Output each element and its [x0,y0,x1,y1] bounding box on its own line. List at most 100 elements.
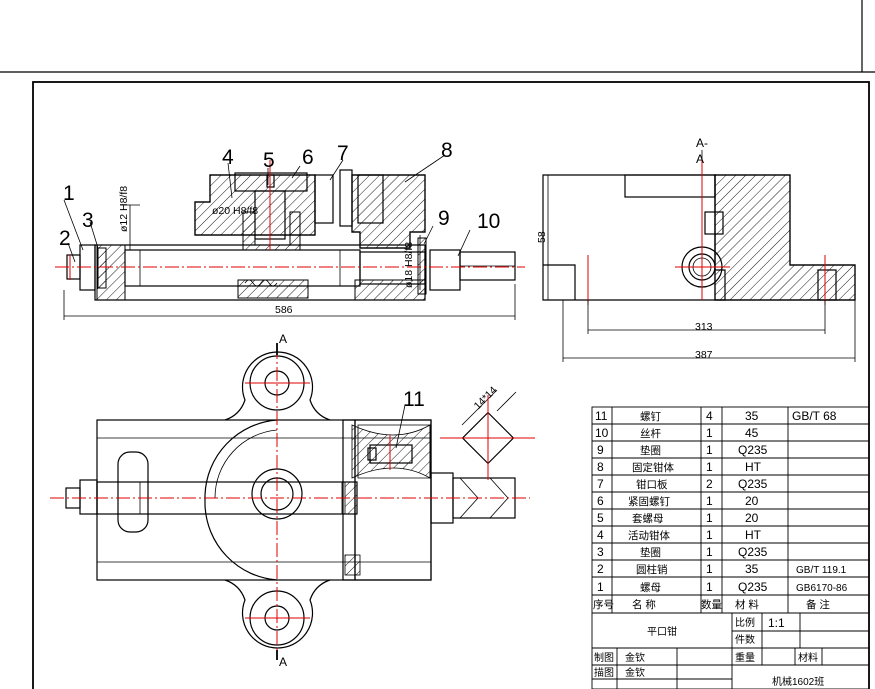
bom-no: 2 [597,562,604,576]
bom-row: 6 紧固螺钉 1 20 [597,494,759,508]
fit-right-shaft: ø18 H8/f8 [403,242,415,288]
bom-material: 35 [745,562,759,576]
bom-row: 5 套螺母 1 20 [597,511,759,525]
scale-value: 1:1 [768,616,785,630]
side-view [542,150,856,362]
bom-note: GB/T 68 [792,409,837,423]
part-label-1: 1 [63,182,75,205]
front-section-view [55,154,525,320]
bom-material: 20 [745,494,759,508]
bom-header-material: 材 料 [735,598,759,611]
bom-material: 45 [745,426,759,440]
bom-qty: 1 [706,528,713,542]
bom-no: 4 [597,528,604,542]
section-mark-side-second: A [696,152,704,166]
bom-qty: 1 [706,511,713,525]
part-label-5: 5 [263,149,275,172]
plan-view [50,343,535,660]
bom-header: 序号 名 称 数量 材 料 备 注 [593,598,830,611]
bom-row: 11 螺钉 4 35 GB/T 68 [595,409,837,423]
fit-left-shaft: ø12 H8/f8 [118,186,130,232]
bom-name: 垫圈 [640,546,661,559]
bom-qty: 4 [706,409,713,423]
fit-bolt: ø20 H8/f8 [212,205,258,217]
bom-qty: 1 [706,426,713,440]
bom-name: 钳口板 [636,478,668,491]
dim-square: 14*14 [472,384,500,412]
part-label-2: 2 [59,227,71,250]
dim-313: 313 [695,321,713,333]
count-label: 件数 [735,633,755,646]
bom-material: Q235 [738,580,768,594]
bom-material: 20 [745,511,759,525]
bom-no: 3 [597,545,604,559]
section-mark-plan-bottom: A [279,655,287,669]
bom-name: 螺钉 [640,411,661,423]
traced-label: 描图 [594,666,614,679]
class-name: 机械1602班 [772,675,824,688]
part-label-4: 4 [222,146,234,169]
bom-qty: 1 [706,460,713,474]
bom-name: 固定钳体 [632,461,674,474]
bom-row: 2 圆柱销 1 35 GB/T 119.1 [597,562,847,576]
bom-table [591,406,870,614]
bom-note: GB6170-86 [796,583,848,594]
bom-row: 7 钳口板 2 Q235 [597,477,768,491]
drawn-label: 制图 [594,651,614,664]
part-label-10: 10 [477,210,500,233]
bom-no: 11 [595,409,608,423]
bom-name: 垫圈 [640,444,661,457]
scale-label: 比例 [735,616,755,629]
bom-qty: 1 [706,494,713,508]
bom-material: HT [745,460,762,474]
bom-row: 1 螺母 1 Q235 GB6170-86 [597,580,848,594]
bom-name: 紧固螺钉 [628,496,670,508]
dim-58: 58 [536,231,548,243]
part-label-7: 7 [337,142,349,165]
bom-no: 10 [595,426,609,440]
bom-header-name: 名 称 [632,598,656,611]
bom-header-qty: 数量 [701,598,722,611]
bom-row: 9 垫圈 1 Q235 [597,443,768,457]
bom-header-no: 序号 [593,598,614,611]
bom-note: GB/T 119.1 [796,565,847,576]
part-label-6: 6 [302,146,314,169]
bom-qty: 2 [706,477,713,491]
bom-row: 8 固定钳体 1 HT [597,460,762,474]
bom-material: Q235 [738,477,768,491]
bom-row: 10 丝杆 1 45 [595,426,759,440]
bom-material: Q235 [738,545,768,559]
drawn-by: 金钦 [625,651,645,664]
part-label-9: 9 [438,207,450,230]
bom-no: 5 [597,511,604,525]
bom-no: 9 [597,443,604,457]
bom-no: 1 [597,580,604,594]
bom-row: 3 垫圈 1 Q235 [597,545,768,559]
part-label-3: 3 [82,209,94,232]
bom-material: HT [745,528,762,542]
bom-no: 8 [597,460,604,474]
weight-label: 重量 [735,651,755,664]
dim-387: 387 [695,349,713,361]
bom-name: 丝杆 [640,427,661,440]
bom-qty: 1 [706,443,713,457]
bom-qty: 1 [706,562,713,576]
bom-name: 螺母 [640,582,661,594]
bom-no: 7 [597,477,604,491]
bom-material: Q235 [738,443,768,457]
title-block [591,612,870,689]
part-label-11: 11 [403,388,425,411]
material-label: 材料 [798,651,818,664]
bom-name: 圆柱销 [636,563,668,576]
bom-header-note: 备 注 [806,598,830,611]
bom-qty: 1 [706,545,713,559]
bom-material: 35 [745,409,759,423]
bom-name: 套螺母 [632,512,664,525]
bom-no: 6 [597,494,604,508]
section-mark-plan-top: A [279,332,287,346]
bom-row: 4 活动钳体 1 HT [597,528,762,542]
dim-586: 586 [275,304,293,316]
bom-qty: 1 [706,580,713,594]
traced-by: 金钦 [625,666,645,679]
